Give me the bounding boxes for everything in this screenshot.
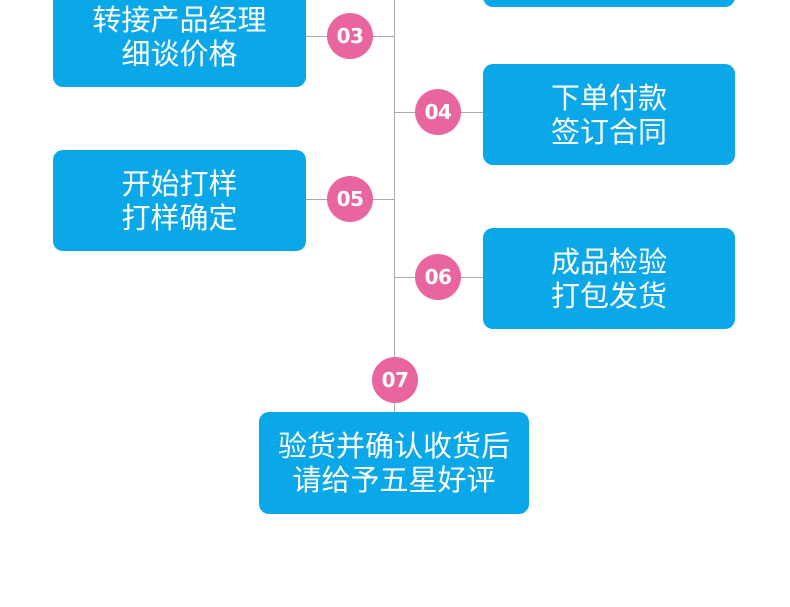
step-03-line-2: 细谈价格 bbox=[121, 36, 238, 71]
step-05-number-badge: 05 bbox=[327, 176, 373, 222]
step-06-line-1: 成品检验 bbox=[550, 244, 667, 279]
step-03-number-badge: 03 bbox=[327, 13, 373, 59]
step-04-line-1: 下单付款 bbox=[550, 80, 667, 115]
step-06-box: 成品检验 打包发货 bbox=[483, 228, 735, 329]
step-05-box: 开始打样 打样确定 bbox=[53, 150, 306, 251]
step-07-box: 验货并确认收货后 请给予五星好评 bbox=[259, 412, 529, 514]
step-03-box: 转接产品经理 细谈价格 bbox=[53, 0, 306, 87]
step-05-line-2: 打样确定 bbox=[121, 200, 238, 235]
step-03-line-1: 转接产品经理 bbox=[92, 2, 267, 37]
step-04-number-badge: 04 bbox=[415, 89, 461, 135]
step-06-number-badge: 06 bbox=[415, 254, 461, 300]
step-04-box: 下单付款 签订合同 bbox=[483, 64, 735, 165]
step-07-line-2: 请给予五星好评 bbox=[292, 463, 496, 497]
step-06-line-2: 打包发货 bbox=[550, 278, 667, 313]
timeline-spine bbox=[394, 0, 395, 412]
step-07-line-1: 验货并确认收货后 bbox=[277, 429, 510, 463]
step-04-line-2: 签订合同 bbox=[550, 114, 667, 149]
step-05-line-1: 开始打样 bbox=[121, 166, 238, 201]
step-02-box bbox=[483, 0, 735, 7]
step-07-number-badge: 07 bbox=[372, 357, 418, 403]
